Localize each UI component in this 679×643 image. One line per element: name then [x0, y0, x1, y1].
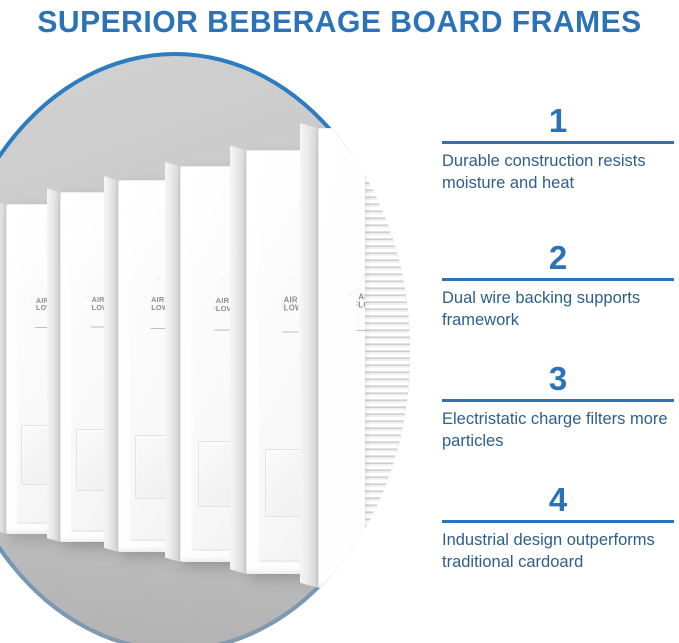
feature-item-2: 2 Dual wire backing supports framework: [442, 241, 674, 332]
feature-text-2: Dual wire backing supports framework: [442, 288, 641, 329]
feature-text-3: Electristatic charge filters more partic…: [442, 409, 668, 450]
filter-pleated-media: [365, 151, 410, 561]
feature-item-3: 3 Electristatic charge filters more part…: [442, 362, 674, 453]
filter-side-1: [300, 122, 318, 588]
feature-divider-1: [442, 141, 674, 144]
feature-number-3: 3: [548, 359, 568, 397]
feature-number-2: 2: [548, 238, 568, 276]
feature-text-4: Industrial design outperforms traditiona…: [442, 530, 655, 571]
page-title: SUPERIOR BEBERAGE BOARD FRAMES: [37, 4, 642, 39]
feature-number-4: 4: [548, 480, 568, 518]
filter-side-4: [104, 175, 118, 552]
feature-item-4: 4 Industrial design outperforms traditio…: [442, 483, 674, 574]
feature-number-1: 1: [548, 102, 568, 139]
filter-side-5: [47, 188, 60, 542]
feature-item-1: 1 Durable construction resists moisture …: [442, 104, 674, 195]
feature-divider-2: [442, 277, 674, 281]
filter-side-2: [230, 145, 246, 574]
feature-divider-4: [442, 519, 674, 523]
feature-list: 1 Durable construction resists moisture …: [442, 104, 674, 574]
filter-side-3: [165, 161, 180, 562]
feature-divider-3: [442, 398, 674, 402]
feature-text-1: Durable construction resists moisture an…: [442, 152, 646, 192]
